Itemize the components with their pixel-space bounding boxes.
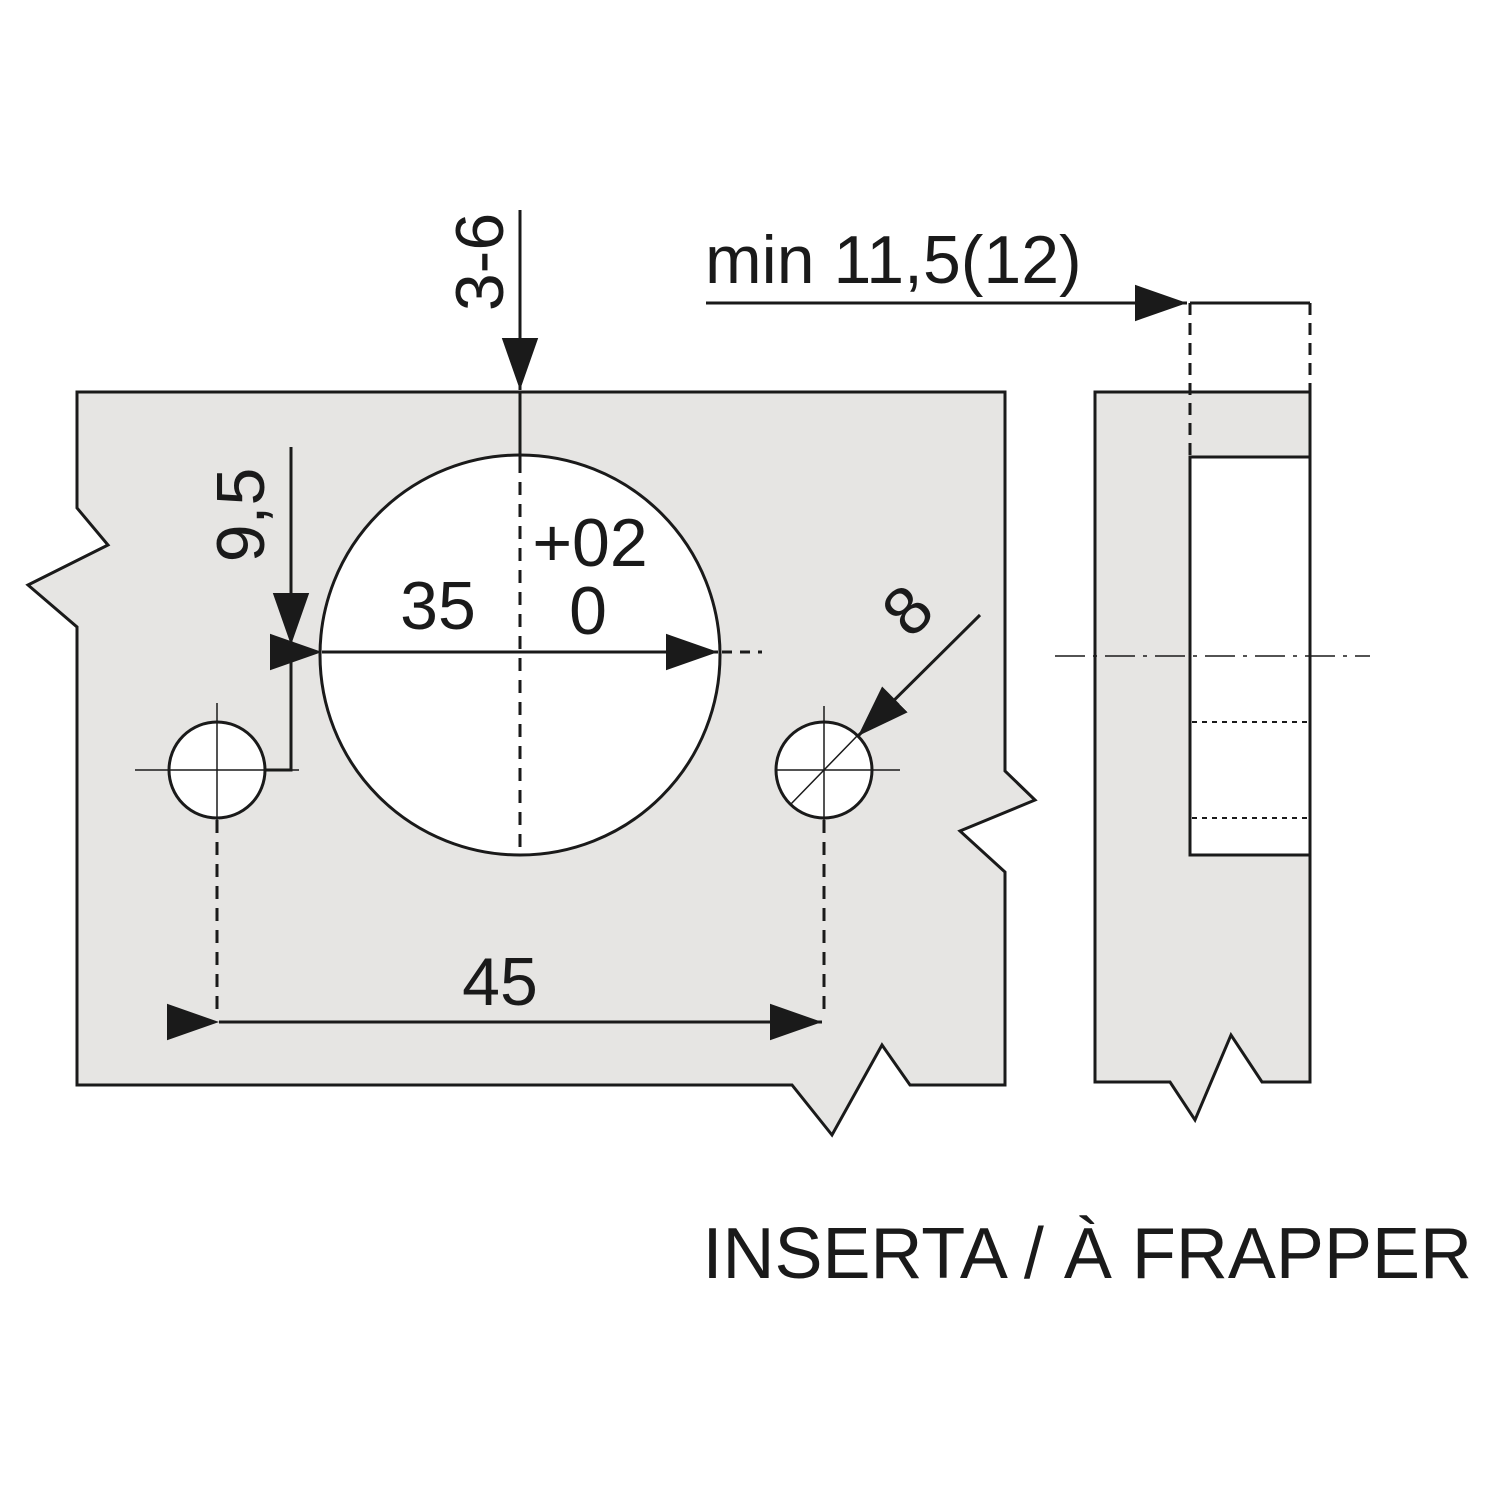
- cup-diameter-label: 35: [400, 568, 476, 644]
- min-thickness-label: min 11,5(12): [705, 222, 1082, 298]
- screw-spacing-label: 45: [462, 944, 538, 1020]
- cup-centerlines: [518, 392, 762, 855]
- tolerance-lower-label: 0: [569, 573, 607, 649]
- tolerance-upper-label: +02: [532, 505, 647, 581]
- edge-distance-label: 3-6: [442, 213, 518, 311]
- caption: INSERTA / À FRAPPER: [702, 1214, 1472, 1294]
- screw-spacing-extension: [215, 820, 826, 1015]
- side-offset-label: 9,5: [203, 468, 279, 563]
- screw-hole-leader: [856, 613, 982, 738]
- min-thickness-marks: [1188, 301, 1312, 455]
